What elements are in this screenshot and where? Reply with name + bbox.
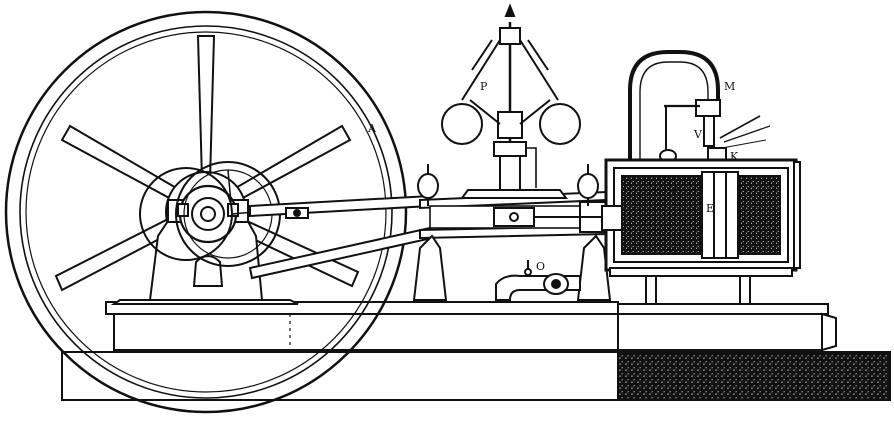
cylinder-steam-chamber	[621, 175, 703, 255]
label-valve-v: V	[693, 128, 703, 141]
stone-foundation	[61, 351, 891, 401]
label-piston-rod: E	[706, 202, 714, 215]
label-governor: P	[480, 80, 488, 93]
throttle-valve	[495, 260, 581, 301]
governor-ball-right	[539, 103, 581, 145]
label-valve-o: O	[536, 260, 545, 273]
piston	[701, 171, 739, 259]
label-cylinder: C	[672, 186, 680, 199]
cylinder-steam-chamber-right	[737, 175, 781, 255]
label-flywheel: A	[367, 122, 377, 135]
stone-block-shaded	[617, 351, 891, 401]
label-pipe-m: M	[724, 80, 735, 93]
diagram-labels: A P O C E M V K	[367, 80, 739, 273]
governor	[441, 3, 581, 199]
flywheel-spokes	[54, 35, 360, 292]
steam-pipe	[628, 50, 771, 171]
governor-ball-left	[441, 103, 483, 145]
engine-bed	[105, 301, 837, 352]
steam-cylinder	[601, 158, 801, 304]
crank-bearing	[110, 184, 299, 305]
support-pillars	[412, 164, 612, 301]
label-lever-k: K	[730, 150, 739, 163]
